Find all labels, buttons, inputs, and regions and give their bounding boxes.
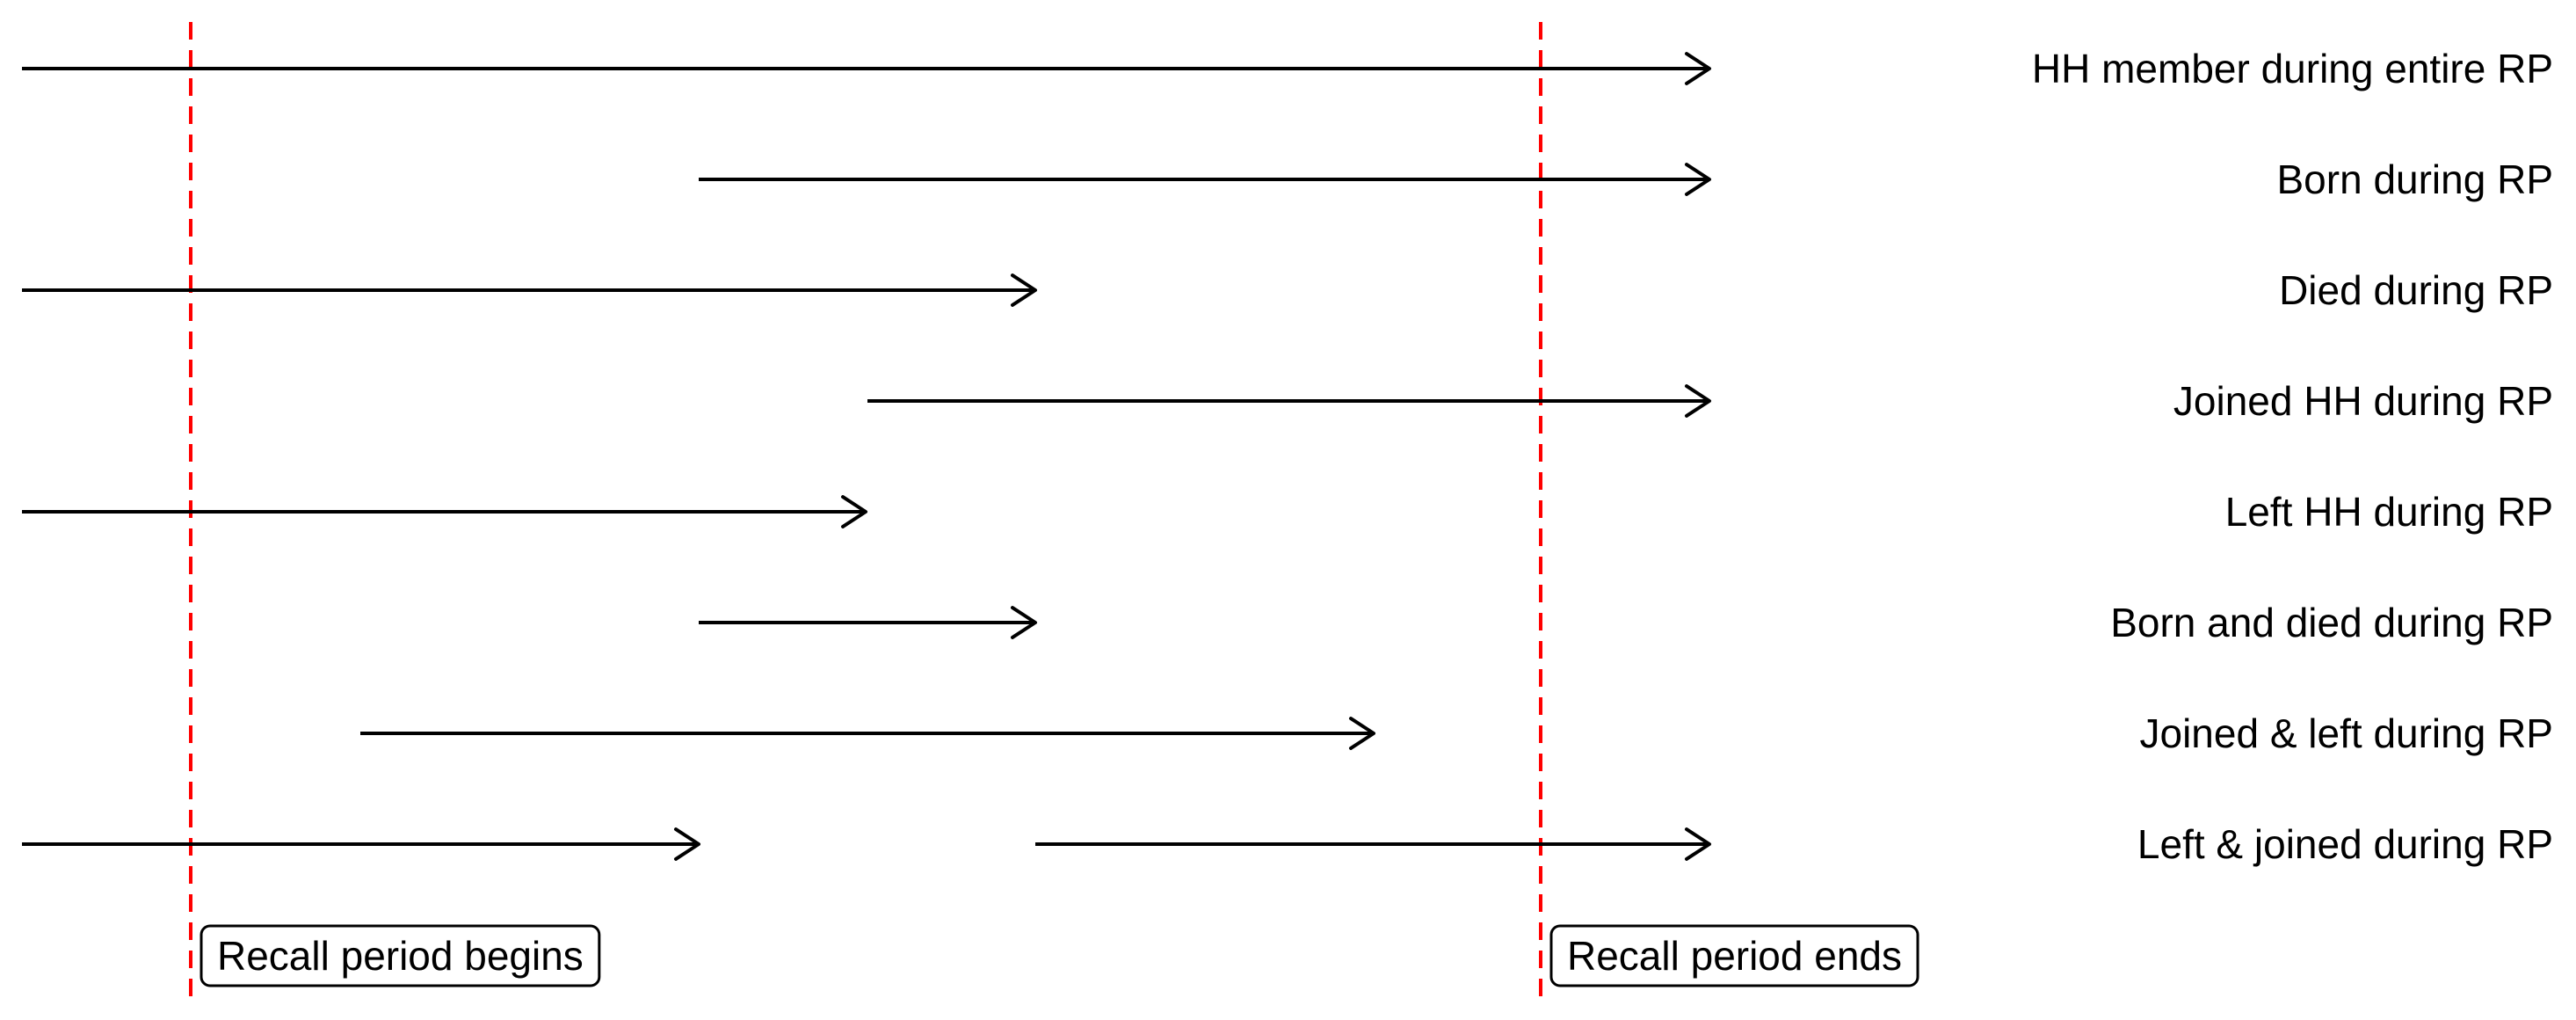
arrowhead (674, 827, 700, 861)
timeline-row (867, 384, 1711, 418)
timeline-row (360, 717, 1375, 750)
boundary-label-text: Recall period begins (217, 933, 584, 979)
boundary-label-text: Recall period ends (1567, 933, 1902, 979)
row-label: Joined & left during RP (2140, 710, 2554, 756)
arrowhead (1685, 52, 1711, 85)
timeline-row (699, 163, 1711, 196)
arrowhead (1011, 273, 1037, 307)
arrowhead (841, 495, 867, 528)
recall-period-begin-label: Recall period begins (200, 924, 601, 987)
timeline-row (22, 52, 1711, 85)
row-label: Joined HH during RP (2173, 378, 2553, 424)
timeline-row (22, 273, 1037, 307)
label-box (200, 924, 601, 987)
arrowhead (1349, 717, 1375, 750)
row-label: Left HH during RP (2225, 489, 2553, 535)
recall-period-end-label: Recall period ends (1549, 924, 1919, 987)
arrowhead (1011, 606, 1037, 639)
boundary-labels: Recall period begins Recall period ends (200, 924, 1919, 987)
row-label: HH member during entire RP (2032, 46, 2553, 91)
row-labels: HH member during entire RP Born during RP… (2032, 46, 2553, 867)
row-label: Died during RP (2279, 267, 2553, 313)
timeline-row (699, 606, 1037, 639)
label-box (1549, 924, 1919, 987)
row-label: Left & joined during RP (2137, 821, 2553, 867)
row-label: Born and died during RP (2110, 600, 2553, 645)
arrowhead (1685, 384, 1711, 418)
timeline-row (22, 495, 867, 528)
timeline-row (22, 827, 1711, 861)
arrowhead (1685, 163, 1711, 196)
timeline-arrows (22, 52, 1711, 861)
arrowhead (1685, 827, 1711, 861)
row-label: Born during RP (2277, 157, 2554, 202)
